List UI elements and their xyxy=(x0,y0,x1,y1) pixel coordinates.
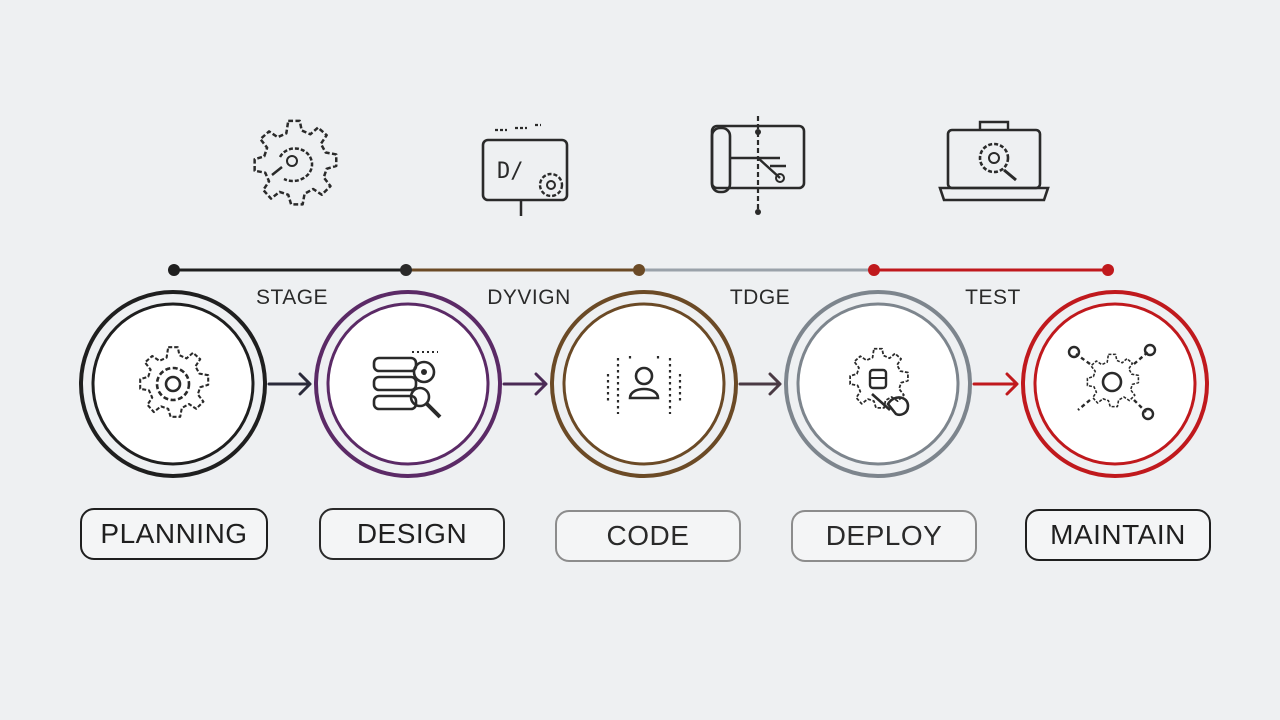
flow-arrow xyxy=(502,372,548,396)
stage-label-deploy: DEPLOY xyxy=(791,510,977,562)
timeline-node xyxy=(1102,264,1114,276)
deploy-gear-tool-icon xyxy=(849,347,910,417)
stage-label-maintain: MAINTAIN xyxy=(1025,509,1211,561)
svg-text:D/: D/ xyxy=(497,159,524,184)
stage-label-planning: PLANNING xyxy=(80,508,268,560)
timeline-label-2: DYVIGN xyxy=(487,286,571,309)
stage-circle-planning xyxy=(79,290,267,478)
timeline xyxy=(168,264,1114,276)
flow-arrow xyxy=(972,372,1019,396)
timeline-label-3: TDGE xyxy=(729,286,791,309)
timeline-label-1: STAGE xyxy=(255,286,329,309)
stage-circle-maintain xyxy=(1021,290,1209,478)
timeline-node xyxy=(400,264,412,276)
header-gear-icon xyxy=(253,119,338,206)
header-laptop-gear-icon xyxy=(938,120,1050,202)
stage-circle-design xyxy=(314,290,502,478)
code-user-icon xyxy=(606,356,682,414)
timeline-node xyxy=(633,264,645,276)
timeline-node xyxy=(868,264,880,276)
stage-circle-deploy xyxy=(784,290,972,478)
flow-arrow xyxy=(267,372,312,396)
design-database-search-icon xyxy=(372,351,442,419)
timeline-label-4: TEST xyxy=(965,286,1021,309)
header-code-monitor-icon: D/ xyxy=(481,123,569,216)
flow-arrow xyxy=(738,372,782,396)
planning-gear-icon xyxy=(139,346,210,418)
stage-label-design: DESIGN xyxy=(319,508,505,560)
stage-label-code: CODE xyxy=(555,510,741,562)
timeline-node xyxy=(168,264,180,276)
stage-arrows xyxy=(267,372,1019,396)
header-flow-diagram-icon xyxy=(710,116,806,215)
stage-circles xyxy=(79,290,1209,478)
maintain-network-gear-icon xyxy=(1067,343,1157,421)
